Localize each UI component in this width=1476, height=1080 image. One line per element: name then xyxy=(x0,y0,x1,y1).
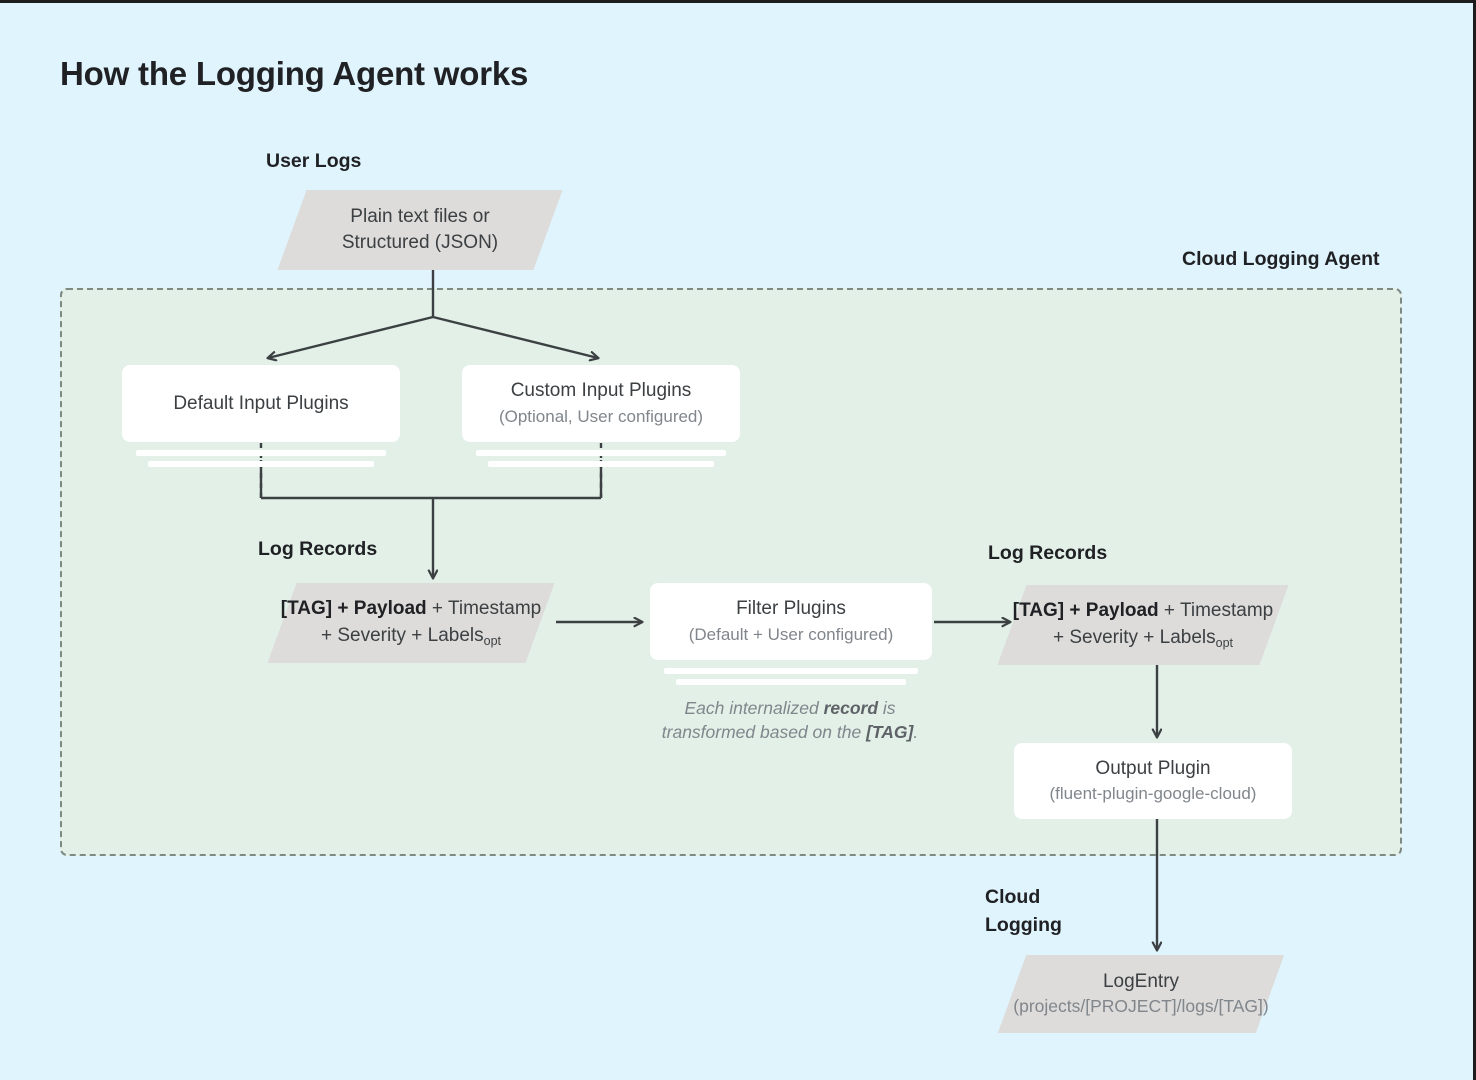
log-record-left-rest-2: + Severity + Labels xyxy=(320,625,484,646)
page-title: How the Logging Agent works xyxy=(60,55,529,92)
node-custom-input-plugins[interactable]: Custom Input Plugins (Optional, User con… xyxy=(462,365,740,442)
label-log-records-right: Log Records xyxy=(988,542,1108,564)
stack-bar-filter-2 xyxy=(676,679,906,685)
label-log-records-left: Log Records xyxy=(258,538,378,560)
log-record-left-line-1: [TAG] + Payload + Timestamp xyxy=(281,596,541,623)
log-record-left-bold: [TAG] + Payload xyxy=(280,598,427,620)
output-plugin-subtitle: (fluent-plugin-google-cloud) xyxy=(1049,784,1257,804)
filter-plugins-title: Filter Plugins xyxy=(736,598,846,620)
log-record-right-line-2: + Severity + Labelsopt xyxy=(1053,625,1233,652)
default-input-plugins-title: Default Input Plugins xyxy=(173,392,349,414)
note-line2-post: . xyxy=(913,722,919,743)
stack-bar-filter-1 xyxy=(664,668,918,674)
custom-input-plugins-title: Custom Input Plugins xyxy=(510,380,692,402)
node-filter-plugins[interactable]: Filter Plugins (Default + User configure… xyxy=(650,583,932,660)
note-line1-bold: record xyxy=(823,698,879,718)
log-record-left-subscript: opt xyxy=(483,634,502,648)
node-user-logs-source: Plain text files or Structured (JSON) xyxy=(277,190,563,270)
log-entry-subtitle: (projects/[PROJECT]/logs/[TAG]) xyxy=(1013,995,1269,1016)
user-logs-line-1: Plain text files or xyxy=(350,205,490,227)
stack-bar-default-input-2 xyxy=(148,461,374,467)
stack-bar-default-input-1 xyxy=(136,450,386,456)
node-log-record-right: [TAG] + Payload + Timestamp + Severity +… xyxy=(997,585,1289,665)
stack-bar-custom-input-2 xyxy=(488,461,714,467)
user-logs-line-2: Structured (JSON) xyxy=(341,232,499,253)
output-plugin-title: Output Plugin xyxy=(1095,757,1211,779)
node-log-entry: LogEntry (projects/[PROJECT]/logs/[TAG]) xyxy=(997,955,1285,1033)
note-line1-post: is xyxy=(878,698,896,718)
log-record-right-rest-2: + Severity + Labels xyxy=(1052,627,1216,648)
label-cloud-logging-agent: Cloud Logging Agent xyxy=(1182,248,1380,270)
log-entry-title: LogEntry xyxy=(1102,971,1180,993)
label-cloud-logging: Cloud Logging xyxy=(985,886,1062,937)
label-user-logs: User Logs xyxy=(266,150,362,172)
stack-bar-custom-input-1 xyxy=(476,450,726,456)
node-log-record-left: [TAG] + Payload + Timestamp + Severity +… xyxy=(267,583,555,663)
note-line2-pre: transformed based on the xyxy=(661,722,867,743)
node-default-input-plugins[interactable]: Default Input Plugins xyxy=(122,365,400,442)
log-record-right-line-1: [TAG] + Payload + Timestamp xyxy=(1013,598,1273,625)
note-line1-pre: Each internalized xyxy=(684,698,824,718)
custom-input-plugins-subtitle: (Optional, User configured) xyxy=(498,406,704,426)
log-record-right-subscript: opt xyxy=(1215,636,1234,650)
note-line2-bold: [TAG] xyxy=(866,722,914,743)
note-transform: Each internalized record is transformed … xyxy=(640,696,940,744)
log-record-right-bold: [TAG] + Payload xyxy=(1012,600,1159,622)
filter-plugins-subtitle: (Default + User configured) xyxy=(688,624,894,644)
log-record-right-rest-1: + Timestamp xyxy=(1158,600,1274,622)
log-record-left-line-2: + Severity + Labelsopt xyxy=(321,623,501,650)
log-record-left-rest-1: + Timestamp xyxy=(426,598,542,620)
node-output-plugin[interactable]: Output Plugin (fluent-plugin-google-clou… xyxy=(1014,743,1292,819)
